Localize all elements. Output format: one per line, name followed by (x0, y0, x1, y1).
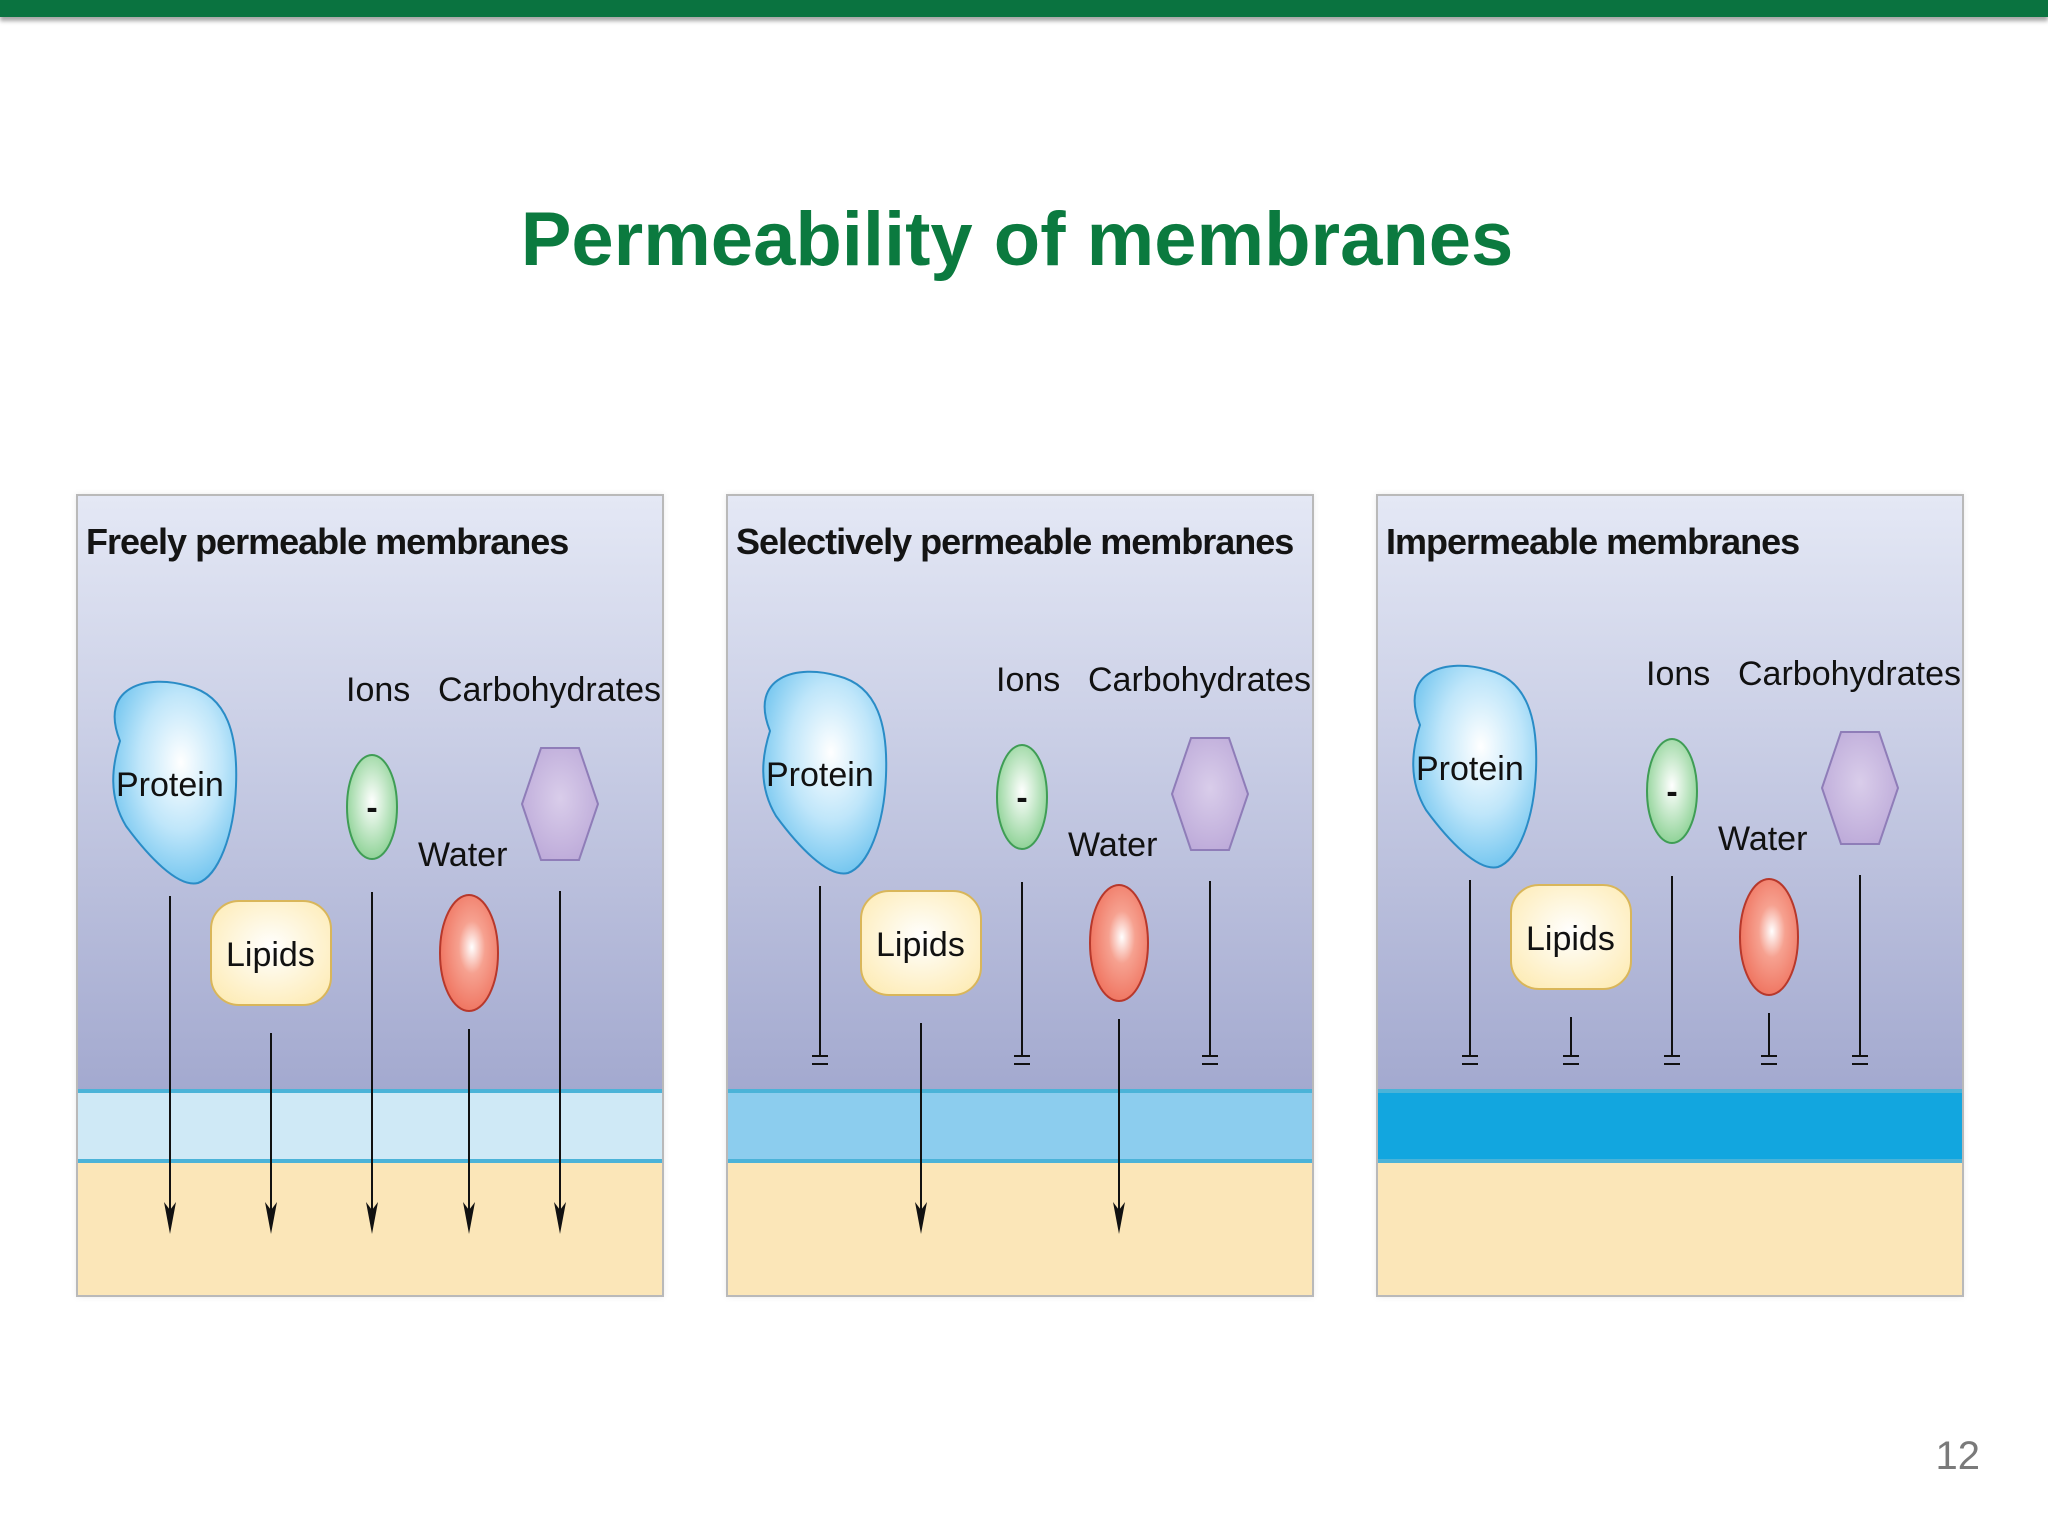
membrane-bottom-edge (78, 1159, 662, 1163)
lipids-label: Lipids (876, 926, 965, 964)
ions-arrowhead (366, 1202, 378, 1234)
membrane-layer (1378, 1091, 1962, 1161)
lipids-arrowhead (915, 1202, 927, 1234)
panel-title: Impermeable membranes (1386, 521, 1799, 562)
carbohydrate-molecule (520, 747, 600, 861)
panel-title: Freely permeable membranes (86, 521, 568, 562)
ion-charge-label: - (1016, 779, 1027, 817)
water-label: Water (1068, 826, 1157, 864)
protein-label: Protein (1416, 750, 1524, 788)
ion-charge-label: - (1666, 773, 1677, 811)
slide-title: Permeability of membranes (520, 197, 1514, 282)
carbohydrates-label: Carbohydrates (1088, 661, 1311, 699)
ion-molecule (346, 754, 398, 860)
lipid-molecule (210, 900, 332, 1006)
protein-molecule (112, 680, 238, 885)
lipids-arrowhead (265, 1202, 277, 1234)
carbohydrate-molecule (1820, 731, 1900, 845)
water-arrowhead (1113, 1202, 1125, 1234)
intracellular-space (1378, 1161, 1962, 1295)
water-arrowhead (463, 1202, 475, 1234)
top-accent-bar (0, 0, 2048, 17)
water-molecule (1739, 878, 1799, 996)
protein-label: Protein (116, 766, 224, 804)
carbohydrates-label: Carbohydrates (1738, 655, 1961, 693)
water-molecule (439, 894, 499, 1012)
protein-molecule (762, 670, 888, 875)
membrane-diagram: Selectively permeable membranes ProteinL… (728, 496, 1312, 1295)
membrane-bottom-edge (728, 1159, 1312, 1163)
protein-molecule (1412, 664, 1538, 869)
water-label: Water (418, 836, 507, 874)
lipid-molecule (1510, 884, 1632, 990)
page-number: 12 (1935, 1434, 1981, 1478)
protein-label: Protein (766, 756, 874, 794)
membrane-top-edge (1378, 1089, 1962, 1093)
membrane-layer (728, 1091, 1312, 1161)
intracellular-space (728, 1161, 1312, 1295)
membrane-top-edge (78, 1089, 662, 1093)
water-molecule (1089, 884, 1149, 1002)
membrane-bottom-edge (1378, 1159, 1962, 1163)
membrane-layer (78, 1091, 662, 1161)
protein-arrowhead (164, 1202, 176, 1234)
lipid-molecule (860, 890, 982, 996)
intracellular-space (78, 1161, 662, 1295)
ion-charge-label: - (366, 789, 377, 827)
lipids-label: Lipids (226, 936, 315, 974)
ions-label: Ions (1646, 655, 1710, 693)
carbohydrates-arrowhead (554, 1202, 566, 1234)
ions-label: Ions (346, 671, 410, 709)
water-label: Water (1718, 820, 1807, 858)
membrane-top-edge (728, 1089, 1312, 1093)
membrane-diagram: Freely permeable membranes ProteinLipids… (78, 496, 662, 1295)
lipids-label: Lipids (1526, 920, 1615, 958)
ion-molecule (1646, 738, 1698, 844)
ions-label: Ions (996, 661, 1060, 699)
ion-molecule (996, 744, 1048, 850)
panel-title: Selectively permeable membranes (736, 521, 1293, 562)
carbohydrates-label: Carbohydrates (438, 671, 661, 709)
carbohydrate-molecule (1170, 737, 1250, 851)
